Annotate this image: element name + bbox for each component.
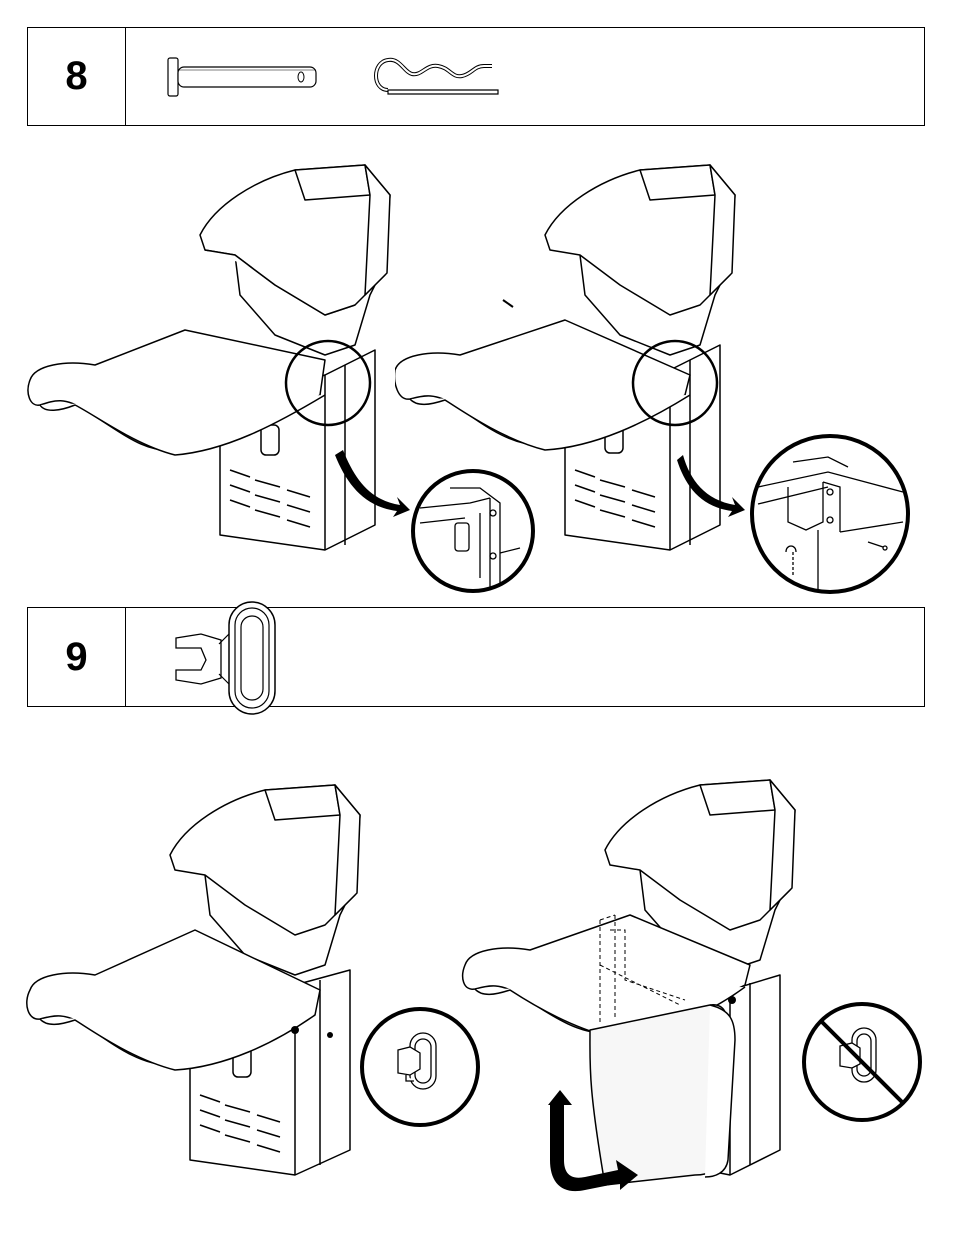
step-9-box: 9	[27, 607, 925, 707]
push-rivet-icon	[171, 600, 281, 718]
step-9-number: 9	[28, 608, 126, 706]
clevis-pin-icon	[166, 56, 326, 98]
hitch-pin-clip-icon	[366, 50, 506, 100]
step-9-parts	[126, 608, 924, 706]
step-9-detail-rivet-prohibited	[800, 1000, 925, 1125]
step-8-detail-after	[748, 432, 913, 597]
step-9-assembly-tray-up	[25, 765, 365, 1185]
step-8-number: 8	[28, 28, 126, 125]
step-8-box: 8	[27, 27, 925, 126]
step-8-parts	[126, 28, 924, 125]
step-9-assembly-tray-folded	[460, 765, 805, 1200]
